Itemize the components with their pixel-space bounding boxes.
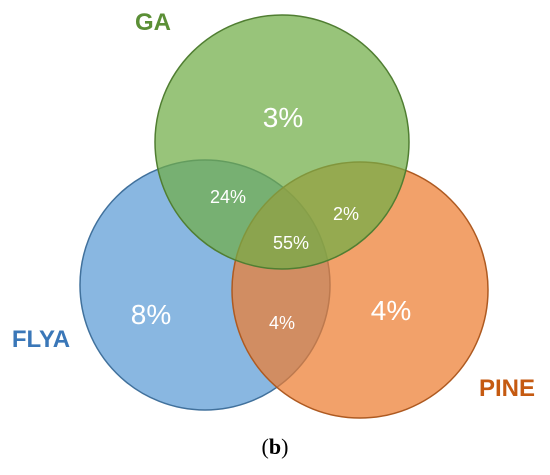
caption-open-paren: ( (261, 434, 269, 459)
region-ga-pine: 2% (333, 204, 359, 224)
region-flya-only: 8% (131, 299, 171, 330)
caption-letter: b (268, 434, 282, 459)
region-flya-pine: 4% (269, 313, 295, 333)
region-pine-only: 4% (371, 295, 411, 326)
flya-set-label: FLYA (12, 326, 70, 353)
ga-circle (154, 14, 410, 270)
ga-set-label: GA (135, 9, 171, 36)
region-ga-flya: 24% (210, 187, 246, 207)
region-ga-only: 3% (263, 102, 303, 133)
caption-close-paren: ) (281, 434, 289, 459)
figure-caption: (b) (0, 434, 550, 460)
region-all-three: 55% (273, 233, 309, 253)
pine-set-label: PINE (479, 375, 535, 402)
